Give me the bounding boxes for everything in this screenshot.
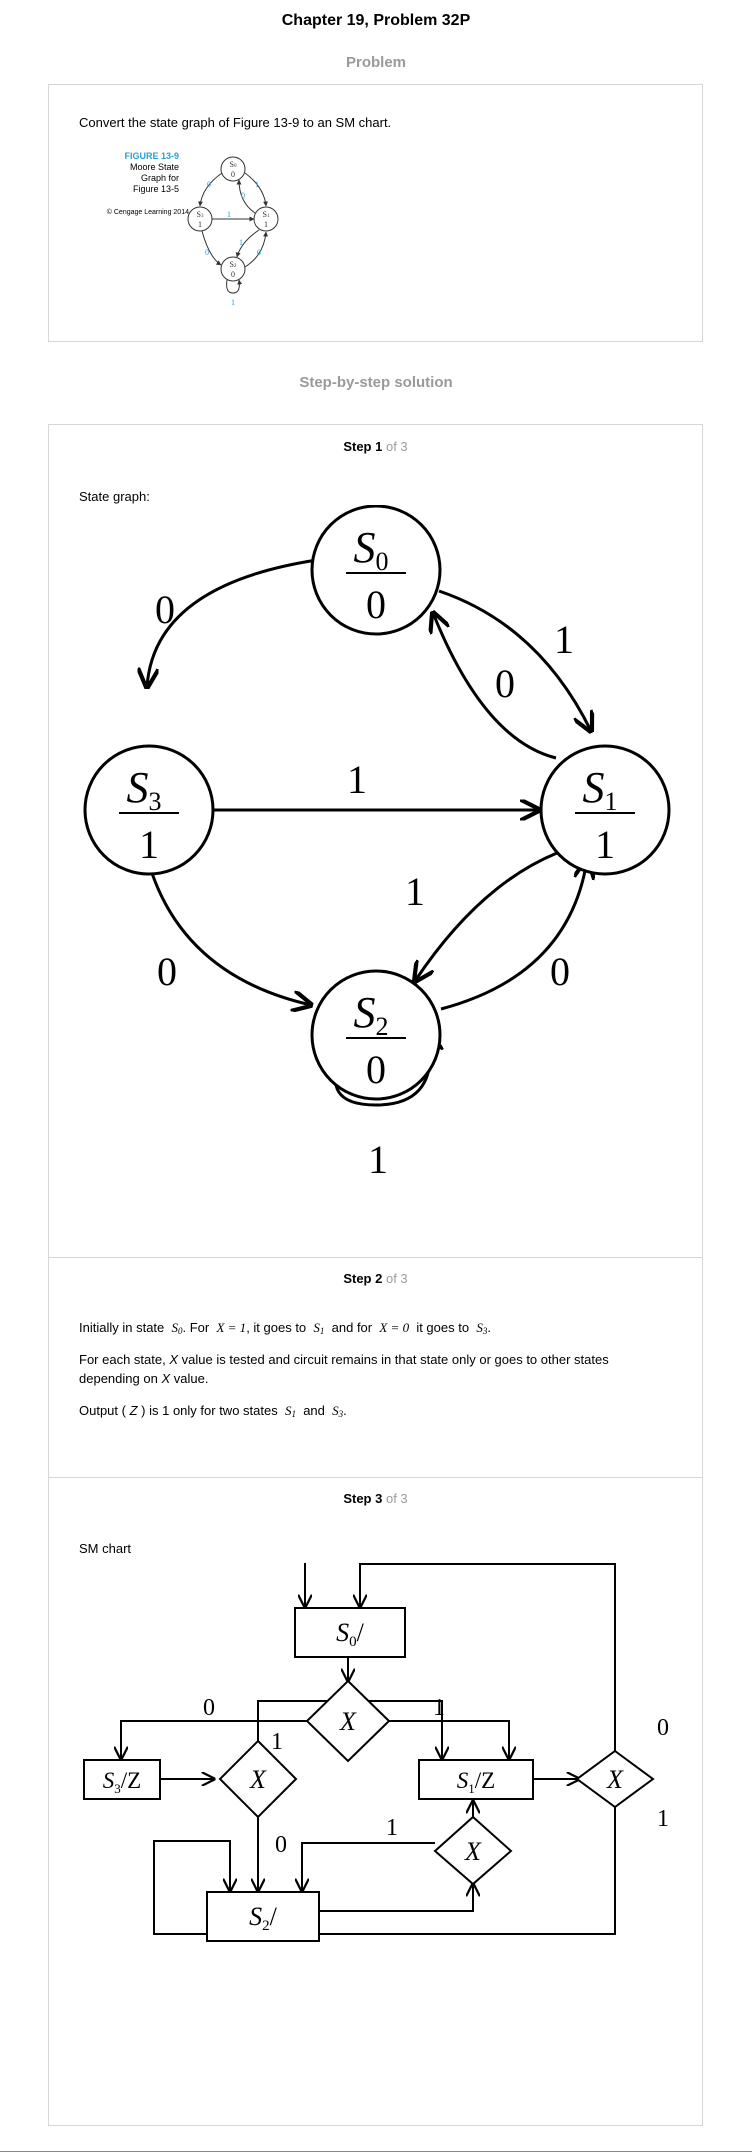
edge-s0-s1	[438, 589, 591, 731]
solution-heading: Step-by-step solution	[299, 374, 453, 391]
figure-caption-line-3: Figure 13-5	[132, 184, 179, 194]
state-s3-name: S3	[127, 763, 162, 816]
state-s2-name: S2	[354, 988, 389, 1041]
step-2-title: Step 2 of 3	[343, 1271, 408, 1286]
sm-branch-d1-zero: 0	[657, 1715, 669, 1741]
sm-branch-d3-one: 1	[271, 1729, 283, 1755]
label-s2-self: 1	[368, 1137, 388, 1182]
svg-text:1: 1	[255, 180, 259, 189]
sm-decision-2	[433, 1815, 513, 1886]
edge-s2-s1	[440, 860, 587, 1011]
page-title: Chapter 19, Problem 32P	[281, 12, 471, 29]
sm-box-s2	[206, 1891, 320, 1942]
sm-decision-3-label: X	[249, 1765, 267, 1794]
sm-branch-d2-one: 1	[386, 1815, 398, 1841]
label-s1-s2: 1	[405, 869, 425, 914]
label-s3-s1: 1	[347, 757, 367, 802]
state-s1	[539, 744, 671, 876]
sm-box-s3	[83, 1759, 161, 1800]
mini-state-graph: 0 1 0 1 1 0 0 1 S00 S31 S11 S20	[187, 156, 279, 307]
edge-s1-s0	[433, 613, 557, 760]
figure-13-9: FIGURE 13-9 Moore State Graph for Figure…	[69, 147, 369, 307]
step-3-intro: SM chart	[79, 1541, 132, 1556]
sm-box-s3-label: S3/Z	[103, 1768, 141, 1796]
sm-chart: S0/ S3/Z S1/Z S2/ X X X X 0 1 1 0 0 1 1	[83, 1563, 669, 1942]
sm-decision-3	[218, 1739, 298, 1819]
state-s0	[310, 505, 442, 636]
svg-text:0: 0	[257, 248, 261, 257]
state-s2	[310, 969, 442, 1101]
sm-decision-1	[575, 1749, 655, 1809]
label-s3-s2: 0	[157, 949, 177, 994]
sm-decision-2-label: X	[464, 1837, 482, 1866]
sm-box-s2-label: S2/	[249, 1902, 278, 1934]
state-s0-output: 0	[366, 582, 386, 627]
problem-heading: Problem	[345, 54, 406, 71]
sm-branch-d0-one: 1	[433, 1695, 445, 1721]
state-graph: S0 S3 S1 S2 0 1 1 0 0 1 0 1 1 0 0 1	[83, 505, 671, 1182]
step-3-title: Step 3 of 3	[343, 1491, 408, 1506]
state-s3-output: 1	[139, 822, 159, 867]
step-2-line-3: depending on X value.	[79, 1371, 209, 1386]
svg-text:S0: S0	[230, 160, 237, 169]
edge-s0-s3	[147, 558, 318, 687]
label-s0-s3: 0	[155, 587, 175, 632]
step-2-line-4: Output ( Z ) is 1 only for two states S1…	[79, 1403, 347, 1419]
svg-text:1: 1	[239, 238, 243, 247]
state-s0-name: S0	[354, 523, 389, 576]
sm-box-s0	[294, 1607, 406, 1658]
step-2-line-1: Initially in state S0. For X = 1, it goe…	[79, 1320, 491, 1336]
edge-s1-s2	[415, 851, 558, 981]
figure-caption-line-2: Graph for	[140, 173, 179, 183]
problem-box: Convert the state graph of Figure 13-9 t…	[48, 84, 703, 342]
step-1-title: Step 1 of 3	[343, 439, 408, 454]
sm-branch-d1-one: 1	[657, 1806, 669, 1832]
label-s2-s1: 0	[550, 949, 570, 994]
state-s1-output: 1	[595, 822, 615, 867]
svg-text:0: 0	[231, 170, 235, 179]
svg-text:0: 0	[207, 180, 211, 189]
label-s0-s1: 1	[554, 617, 574, 662]
svg-text:1: 1	[231, 298, 235, 307]
step-1-intro: State graph:	[79, 489, 150, 504]
sm-decision-0	[305, 1679, 391, 1763]
problem-text: Convert the state graph of Figure 13-9 t…	[79, 115, 392, 130]
svg-text:1: 1	[198, 220, 202, 229]
figure-copyright: © Cengage Learning 2014	[106, 209, 189, 216]
sm-branch-d0-zero: 0	[203, 1695, 215, 1721]
sm-decision-1-label: X	[606, 1765, 624, 1794]
svg-text:S1: S1	[263, 210, 270, 219]
svg-text:1: 1	[264, 220, 268, 229]
sm-box-s0-label: S0/	[336, 1618, 365, 1650]
state-s1-name: S1	[583, 763, 618, 816]
label-s1-s0: 0	[495, 661, 515, 706]
svg-text:0: 0	[205, 248, 209, 257]
solution-box: Step 1 of 3 State graph:	[48, 424, 703, 2126]
step-2-line-2: For each state, X value is tested and ci…	[79, 1352, 609, 1367]
svg-text:1: 1	[227, 210, 231, 219]
sm-branch-d3-zero: 0	[275, 1832, 287, 1858]
svg-text:0: 0	[241, 191, 245, 200]
state-s2-output: 0	[366, 1047, 386, 1092]
state-s3	[83, 744, 215, 876]
sm-box-s1	[418, 1759, 534, 1800]
svg-text:S2: S2	[230, 260, 237, 269]
sm-box-s1-label: S1/Z	[457, 1768, 495, 1796]
edge-s3-s2	[145, 856, 311, 1005]
figure-label: FIGURE 13-9	[124, 151, 179, 161]
sm-decision-0-label: X	[339, 1707, 357, 1736]
svg-text:S3: S3	[197, 210, 204, 219]
svg-text:0: 0	[231, 270, 235, 279]
figure-caption-line-1: Moore State	[129, 162, 179, 172]
